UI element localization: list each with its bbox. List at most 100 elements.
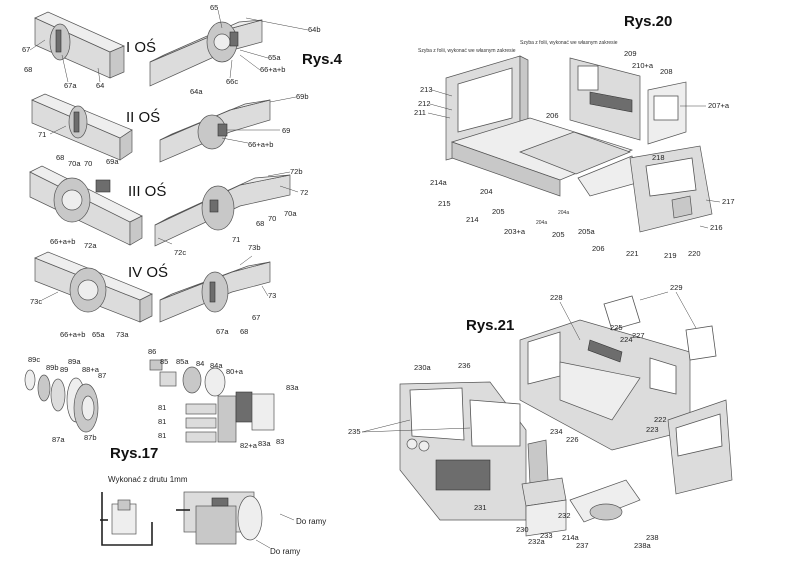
rys17-label: 83a bbox=[258, 439, 271, 448]
cab-seat bbox=[521, 439, 567, 537]
rys17-label: 83a bbox=[286, 383, 299, 392]
rys21-label: 214a bbox=[562, 533, 580, 542]
rys4-label: 69b bbox=[296, 92, 309, 101]
axle-4-right-half bbox=[159, 261, 271, 323]
cab-dashboard bbox=[569, 479, 641, 523]
rys21-label: 234 bbox=[550, 427, 563, 436]
rys17-label: 86 bbox=[148, 347, 156, 356]
rys17-label: 89 bbox=[60, 365, 68, 374]
rys20-label: 204a bbox=[536, 220, 547, 226]
rys20-label: 213 bbox=[420, 85, 433, 94]
cab-side-back-panel bbox=[569, 57, 687, 145]
rys4-label: 73a bbox=[116, 330, 129, 339]
rys21-label: 238 bbox=[646, 533, 659, 542]
rys17-figure: 89c 89b 89 89a 88+a 87 87a 87b 86 85 85a… bbox=[24, 347, 326, 556]
rys4-label: 69 bbox=[282, 126, 290, 135]
rys17-label: 87b bbox=[84, 433, 97, 442]
axle-2-left-half bbox=[31, 93, 133, 161]
rys4-label: 73c bbox=[30, 297, 42, 306]
rys17-label: 89b bbox=[46, 363, 59, 372]
rys17-label: 81 bbox=[158, 417, 166, 426]
rys20-label: 206 bbox=[592, 244, 605, 253]
cab-floor-panels bbox=[450, 117, 641, 197]
rys20-label: 216 bbox=[710, 223, 723, 232]
rys20-label: 207+a bbox=[708, 101, 730, 110]
rys20-leader-lines bbox=[427, 89, 721, 229]
rys17-label: 81 bbox=[158, 431, 166, 440]
rys4-label: 64b bbox=[308, 25, 321, 34]
rys4-title: Rys.4 bbox=[302, 51, 343, 68]
rys17-label: 88+a bbox=[82, 365, 100, 374]
rys17-label: 84 bbox=[196, 359, 204, 368]
rys4-label: 72c bbox=[174, 248, 186, 257]
rys4-leader-lines bbox=[29, 9, 309, 301]
rys4-label: 66+a+b bbox=[260, 65, 285, 74]
cab-shell bbox=[519, 319, 691, 451]
rys17-label: 82+a bbox=[240, 441, 258, 450]
rys20-label: 205 bbox=[492, 207, 505, 216]
rys17-title: Rys.17 bbox=[110, 445, 158, 462]
axle-3-title: III OŚ bbox=[128, 182, 166, 200]
rys4-label: 65 bbox=[210, 3, 218, 12]
rys20-label: 204a bbox=[558, 210, 569, 216]
rys4-label: 70 bbox=[268, 214, 276, 223]
rys17-label: 83 bbox=[276, 437, 284, 446]
foil-note-2: Szyba z folii, wykonać we własnym zakres… bbox=[520, 40, 618, 46]
rys4-label: 69a bbox=[106, 157, 119, 166]
cab-door-open bbox=[667, 399, 733, 495]
foil-note-1: Szyba z folii, wykonać we własnym zakres… bbox=[418, 48, 516, 54]
rys21-label: 238a bbox=[634, 541, 652, 550]
cab-door bbox=[629, 145, 713, 233]
rys20-label: 218 bbox=[652, 153, 665, 162]
rys21-label: 231 bbox=[474, 503, 487, 512]
rys4-label: 66c bbox=[226, 77, 238, 86]
rys4-label: 72b bbox=[290, 167, 303, 176]
rys20-label: 214 bbox=[466, 215, 479, 224]
axle-4-left-half bbox=[34, 251, 153, 323]
axle-1-title: I OŚ bbox=[126, 38, 156, 56]
rys17-label: 89c bbox=[28, 355, 40, 364]
rys20-label: 206 bbox=[546, 111, 559, 120]
axle-1-left-half bbox=[34, 11, 125, 79]
rys21-label: 224 bbox=[620, 335, 633, 344]
rys4-label: 67a bbox=[216, 327, 229, 336]
rys4-label: 67a bbox=[64, 81, 77, 90]
wire-bracket-drawing bbox=[100, 491, 295, 549]
rys21-label: 225 bbox=[610, 323, 623, 332]
rys17-label: 85 bbox=[160, 357, 168, 366]
rys4-label: 65a bbox=[268, 53, 281, 62]
rys4-label: 70a bbox=[68, 159, 81, 168]
rys4-label: 70 bbox=[84, 159, 92, 168]
rys20-label: 221 bbox=[626, 249, 639, 258]
frame-note-2: Do ramy bbox=[270, 547, 300, 556]
rys4-label: 64 bbox=[96, 81, 104, 90]
drive-parts bbox=[149, 359, 275, 443]
rys4-label: 65a bbox=[92, 330, 105, 339]
rys17-label: 89a bbox=[68, 357, 81, 366]
rys20-label: 211 bbox=[414, 108, 426, 117]
rys17-label: 81 bbox=[158, 403, 166, 412]
axle-2-title: II OŚ bbox=[126, 108, 160, 126]
rys21-label: 227 bbox=[632, 331, 645, 340]
rys21-label: 235 bbox=[348, 427, 361, 436]
rys4-label: 66+a+b bbox=[248, 140, 273, 149]
rys21-leader-lines bbox=[361, 291, 697, 433]
rys21-title: Rys.21 bbox=[466, 317, 514, 334]
axle-2-right-half bbox=[159, 99, 271, 163]
axle-3-left-half bbox=[29, 165, 143, 246]
rys4-label: 73b bbox=[248, 243, 261, 252]
rys17-label: 87a bbox=[52, 435, 65, 444]
rys20-label: 205 bbox=[552, 230, 565, 239]
rys4-label: 71 bbox=[38, 130, 46, 139]
rys21-label: 222 bbox=[654, 415, 667, 424]
frame-note-1: Do ramy bbox=[296, 517, 326, 526]
wire-note: Wykonać z drutu 1mm bbox=[108, 475, 188, 484]
rys21-label: 232 bbox=[558, 511, 571, 520]
rys20-label: 214a bbox=[430, 178, 448, 187]
rys20-label: 219 bbox=[664, 251, 677, 260]
axle-4-title: IV OŚ bbox=[128, 263, 168, 281]
rys20-label: 215 bbox=[438, 199, 451, 208]
rys4-label: 66+a+b bbox=[60, 330, 85, 339]
axle-3-right-half bbox=[154, 174, 291, 247]
